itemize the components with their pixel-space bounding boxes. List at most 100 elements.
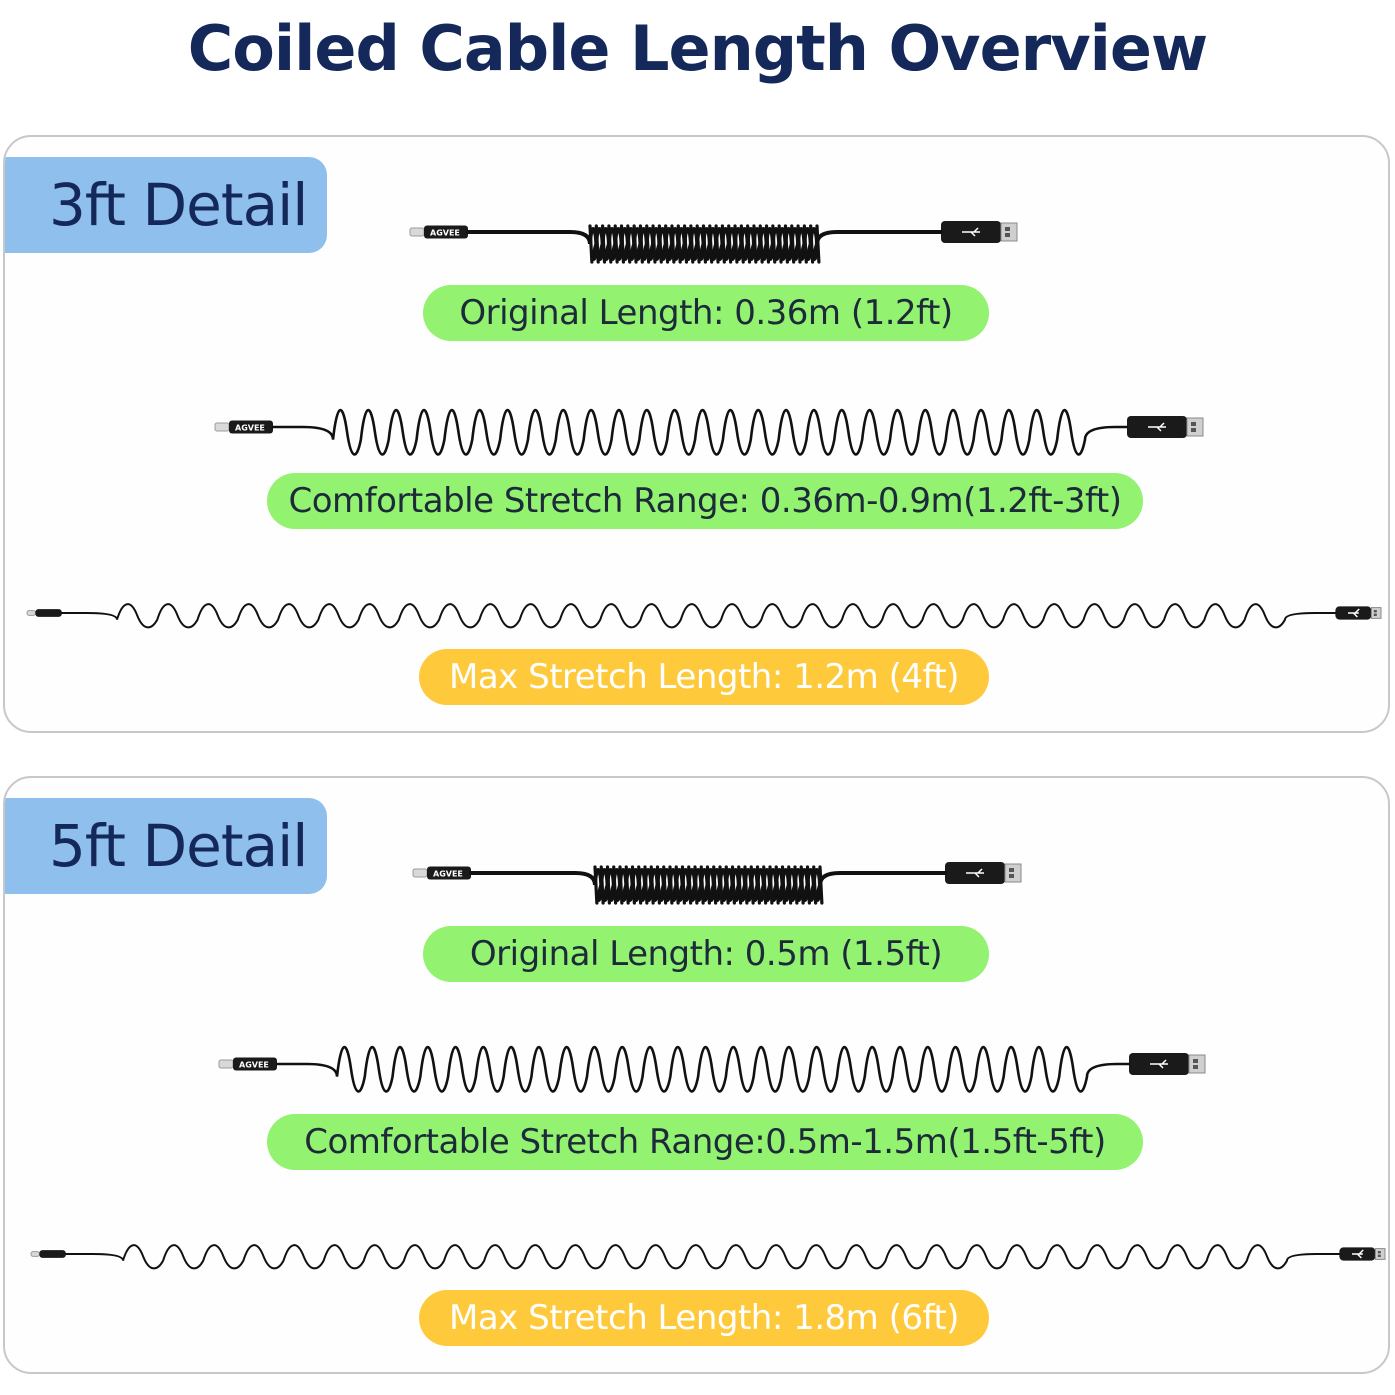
lightning-connector-icon (30, 1251, 40, 1257)
coil-turn (708, 224, 714, 264)
coil-turn (693, 865, 699, 905)
coil-turn (662, 865, 668, 905)
section-5ft-detail: 5ft Detail AGVEE Original Length: 0.5m (… (3, 776, 1390, 1374)
connector-housing (233, 1057, 277, 1071)
coil-turn (670, 224, 676, 264)
usb-plug (1374, 1248, 1386, 1260)
coil-turn (755, 865, 761, 905)
usb-plug-hole (1005, 233, 1010, 237)
coil-turn (674, 865, 680, 905)
brand-text: AGVEE (430, 229, 460, 238)
coil-turn (771, 224, 777, 264)
coil-turn (695, 224, 701, 264)
coil-turn (588, 224, 594, 264)
usb-symbol-icon (1352, 1249, 1364, 1259)
usb-plug-hole (1005, 227, 1010, 231)
coil-turn (752, 224, 758, 264)
coil-turn (796, 224, 802, 264)
coil-turn (594, 224, 600, 264)
coil-turn (701, 224, 707, 264)
coil-turn (637, 865, 643, 905)
usb-symbol-icon (1348, 608, 1360, 618)
cable-comfortable-stretch: AGVEE (214, 408, 1204, 456)
usb-symbol-icon (1150, 1059, 1168, 1069)
usb-plug-hole (1377, 1254, 1381, 1257)
coil-turn (812, 865, 818, 905)
coil-turn (714, 224, 720, 264)
coil-turn (618, 865, 624, 905)
coil-turn (793, 865, 799, 905)
coil-turn (651, 224, 657, 264)
coil-turn (612, 865, 618, 905)
coil-turn (758, 224, 764, 264)
coil-turn (746, 224, 752, 264)
usb-plug-hole (1009, 874, 1014, 878)
cable-max-stretch (26, 603, 1382, 629)
usb-plug (1370, 607, 1382, 619)
coil-turn (655, 865, 661, 905)
max-stretch-pill: Max Stretch Length: 1.2m (4ft) (419, 649, 989, 705)
coil-turn (613, 224, 619, 264)
usb-plug-hole (1193, 1065, 1198, 1069)
coil-turn (818, 865, 824, 905)
coil-turn (630, 865, 636, 905)
coil-turn (593, 865, 599, 905)
coil-turn (624, 865, 630, 905)
coil-turn (720, 224, 726, 264)
coil-turn (815, 224, 821, 264)
cable-max-stretch (30, 1244, 1386, 1270)
coil-turn (705, 865, 711, 905)
coil-turn (649, 865, 655, 905)
coil-turn (809, 224, 815, 264)
coil-turn (687, 865, 693, 905)
coil-turn (724, 865, 730, 905)
brand-text: AGVEE (235, 424, 265, 433)
connector-housing (39, 1250, 66, 1258)
lightning-connector-icon (26, 610, 36, 616)
coil-path (60, 603, 1337, 629)
coil-turn (737, 865, 743, 905)
coil-turn (727, 224, 733, 264)
coil-turn (657, 224, 663, 264)
coil-turn (626, 224, 632, 264)
coil-turn (774, 865, 780, 905)
coil-turn (777, 224, 783, 264)
coil-turn (680, 865, 686, 905)
coil-turn (790, 224, 796, 264)
usb-plug-hole (1193, 1059, 1198, 1063)
coil-turn (780, 865, 786, 905)
brand-text: AGVEE (433, 870, 463, 879)
coil-turn (764, 224, 771, 264)
coil-turn (682, 224, 689, 264)
cable-comfortable-stretch: AGVEE (218, 1045, 1206, 1093)
cable-coiled-original: AGVEE (412, 862, 1022, 905)
max-stretch-pill: Max Stretch Length: 1.8m (6ft) (419, 1290, 989, 1346)
coil-turn (805, 865, 811, 905)
brand-text: AGVEE (239, 1061, 269, 1070)
usb-plug-hole (1009, 868, 1014, 872)
coil-turn (743, 865, 749, 905)
coil-turn (749, 865, 755, 905)
coil-turn (799, 865, 805, 905)
coil-turn (638, 224, 644, 264)
usb-plug-hole (1377, 1251, 1381, 1254)
coil-turn (768, 865, 774, 905)
coil-turn (601, 224, 607, 264)
coil-turn (712, 865, 718, 905)
usb-plug-hole (1191, 422, 1196, 426)
comfortable-stretch-pill: Comfortable Stretch Range: 0.36m-0.9m(1.… (267, 473, 1143, 529)
coil-turn (619, 224, 626, 264)
coil-turn (762, 865, 768, 905)
section-label: 3ft Detail (5, 157, 327, 253)
comfortable-stretch-pill: Comfortable Stretch Range:0.5m-1.5m(1.5f… (267, 1114, 1143, 1170)
coil-turn (718, 865, 724, 905)
coil-turn (699, 865, 705, 905)
usb-plug-hole (1373, 613, 1377, 616)
coil-turn (730, 865, 736, 905)
connector-housing (427, 866, 471, 880)
coil-turn (802, 224, 808, 264)
coil-turn (787, 865, 793, 905)
usb-symbol-icon (966, 868, 984, 878)
original-length-pill: Original Length: 0.5m (1.5ft) (423, 926, 989, 982)
coil-path (275, 1045, 1131, 1093)
